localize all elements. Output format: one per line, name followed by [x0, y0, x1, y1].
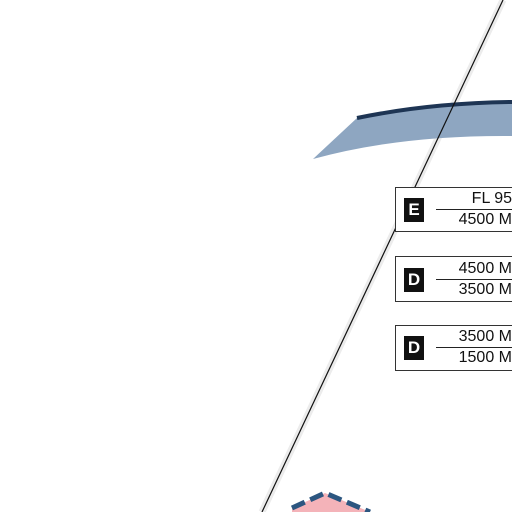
airspace-label-d-lower[interactable]: D 3500 M 1500 M: [395, 325, 512, 371]
limit-divider: [436, 279, 512, 280]
restricted-area-edge: [290, 490, 371, 512]
lower-limit: 3500 M: [458, 281, 512, 298]
upper-limit: 4500 M: [458, 260, 512, 277]
restricted-area: [292, 493, 370, 512]
limit-divider: [436, 209, 512, 210]
airspace-boundary-line: [261, 0, 504, 512]
lower-limit: 1500 M: [458, 349, 512, 366]
upper-limit: FL 95: [471, 190, 512, 207]
upper-limit: 3500 M: [458, 328, 512, 345]
airspace-label-d-upper[interactable]: D 4500 M 3500 M: [395, 256, 512, 302]
lower-limit: 4500 M: [458, 211, 512, 228]
airspace-label-e[interactable]: E FL 95 4500 M: [395, 187, 512, 232]
tma-arc-edge: [356, 100, 512, 120]
airspace-class-badge: E: [404, 198, 424, 222]
airspace-class-badge: D: [404, 336, 424, 360]
tma-arc-band: [313, 102, 512, 159]
limit-divider: [436, 347, 512, 348]
airspace-class-badge: D: [404, 268, 424, 292]
